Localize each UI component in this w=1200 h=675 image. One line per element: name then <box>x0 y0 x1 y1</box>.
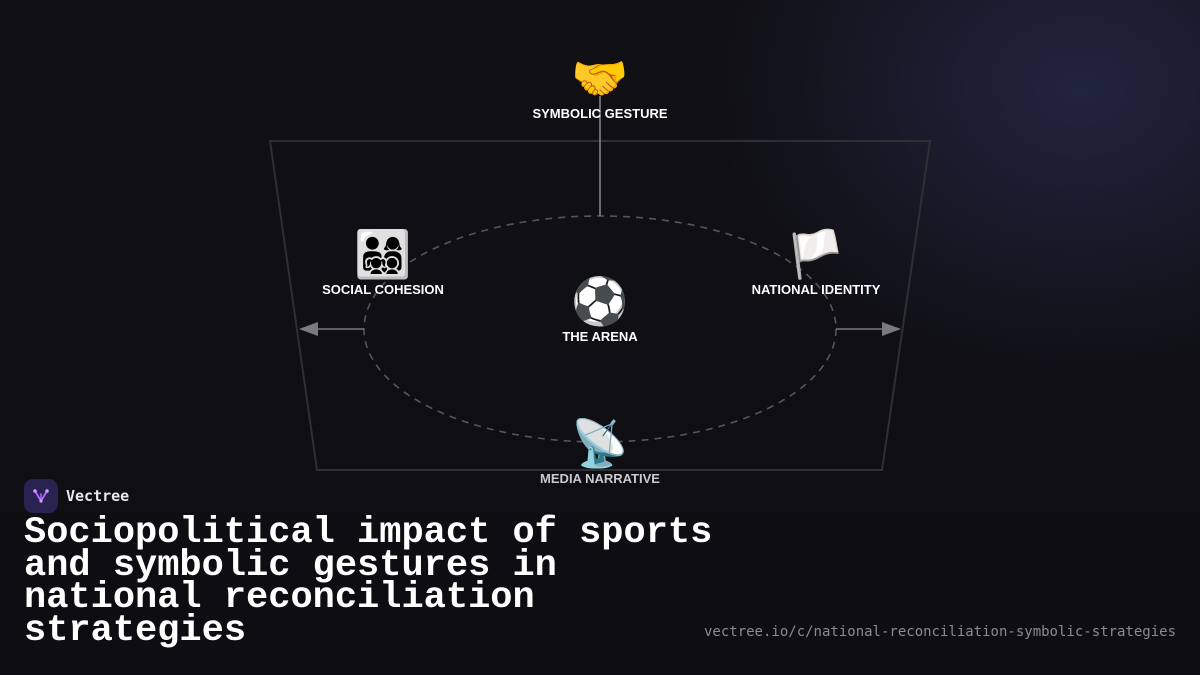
node-label: MEDIA NARRATIVE <box>540 471 660 486</box>
vectree-logo-icon <box>24 479 58 513</box>
arena-frame <box>268 140 932 471</box>
node-the-arena: ⚽ THE ARENA <box>562 275 637 344</box>
left-arrow-head <box>299 322 318 336</box>
node-label: SOCIAL COHESION <box>322 282 444 297</box>
node-label: SYMBOLIC GESTURE <box>532 106 668 121</box>
node-social-cohesion: 👨‍👩‍👧‍👦 SOCIAL COHESION <box>322 228 444 297</box>
right-arrow-head <box>882 322 901 336</box>
satellite-dish-icon: 📡 <box>571 417 629 469</box>
page-title: Sociopolitical impact of sports and symb… <box>24 512 713 652</box>
family-icon: 👨‍👩‍👧‍👦 <box>354 228 412 280</box>
node-label: THE ARENA <box>562 329 638 344</box>
node-label: NATIONAL IDENTITY <box>751 282 881 297</box>
node-national-identity: 🏳️ NATIONAL IDENTITY <box>752 228 881 297</box>
source-url[interactable]: vectree.io/c/national-reconciliation-sym… <box>703 624 1176 640</box>
node-symbolic-gesture: 🤝 SYMBOLIC GESTURE <box>532 52 667 121</box>
brand-name: Vectree <box>66 487 130 505</box>
brand[interactable]: Vectree <box>24 479 129 513</box>
soccer-ball-icon: ⚽ <box>571 275 629 327</box>
white-flag-icon: 🏳️ <box>787 228 845 280</box>
handshake-icon: 🤝 <box>571 52 629 104</box>
node-media-narrative: 📡 MEDIA NARRATIVE <box>540 417 660 486</box>
